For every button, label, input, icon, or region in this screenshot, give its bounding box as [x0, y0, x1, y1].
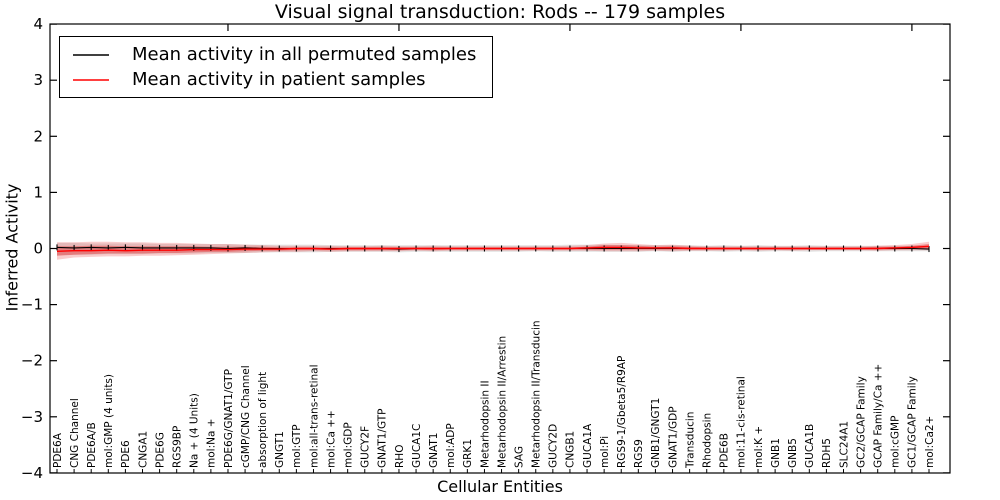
- y-tick-label: 1: [33, 183, 43, 201]
- legend-label-patient: Mean activity in patient samples: [132, 69, 426, 90]
- patient-mean-line: [56, 245, 930, 252]
- chart-title: Visual signal transduction: Rods -- 179 …: [274, 1, 726, 23]
- x-tick-label: GNB1: [770, 438, 782, 468]
- y-tick-label: −1: [21, 296, 43, 314]
- x-tick-label: mol:Pi: [599, 436, 611, 468]
- red-line-swatch: [73, 78, 109, 81]
- y-tick-label: 3: [33, 71, 43, 89]
- x-tick-label: GUCY2F: [360, 426, 372, 468]
- x-tick-label: GUCA1B: [804, 424, 816, 468]
- x-tick-label: GNAT1/GDP: [667, 406, 679, 468]
- x-tick-label: Metarhodopsin II/Transducin: [531, 320, 543, 468]
- x-tick-label: Rhodopsin: [702, 413, 714, 468]
- legend-label-permuted: Mean activity in all permuted samples: [132, 44, 477, 65]
- x-tick-label: PDE6G/GNAT1/GTP: [223, 369, 235, 468]
- patient-band-outer: [57, 241, 929, 260]
- y-tick-label: −3: [21, 408, 43, 426]
- x-tick-label: GNAT1: [428, 433, 440, 468]
- x-axis-label: Cellular Entities: [437, 477, 563, 496]
- x-tick-label: GNB5: [787, 438, 799, 468]
- legend-item-patient: Mean activity in patient samples: [72, 69, 476, 90]
- x-tick-label: GCAP Family/Ca ++: [873, 364, 885, 468]
- x-tick-label: PDE6B: [719, 433, 731, 468]
- x-tick-label: mol:Na +: [206, 418, 218, 468]
- x-tick-label: RGS9: [633, 439, 645, 468]
- x-tick-label: GRK1: [462, 439, 474, 468]
- x-tick-label: RGS9-1/Gbeta5/R9AP: [616, 356, 628, 468]
- x-tick-label: SAG: [513, 446, 525, 468]
- y-tick-label: 0: [33, 240, 43, 258]
- x-tick-label: mol:cGMP: [890, 416, 902, 468]
- x-tick-label: PDE6A/B: [86, 422, 98, 468]
- x-tick-label: CNG Channel: [69, 398, 81, 468]
- x-tick-label: mol:11-cis-retinal: [736, 376, 748, 468]
- x-tick-label: PDE6G: [154, 432, 166, 468]
- x-tick-label: Metarhodopsin II/Arrestin: [496, 336, 508, 468]
- x-tick-label: cGMP/CNG Channel: [240, 365, 252, 468]
- x-tick-label: mol:GTP: [291, 424, 303, 468]
- x-tick-label: mol:GMP (4 units): [103, 374, 115, 468]
- x-tick-label: GNB1/GNGT1: [650, 398, 662, 468]
- x-tick-label: mol:ADP: [445, 423, 457, 468]
- x-tick-label: PDE6: [120, 440, 132, 468]
- legend-item-permuted: Mean activity in all permuted samples: [72, 44, 476, 65]
- x-tick-label: GNGT1: [274, 431, 286, 468]
- y-tick-label: 2: [33, 127, 43, 145]
- x-tick-label: mol:Ca ++: [325, 410, 337, 468]
- x-tick-label: mol:K +: [753, 426, 765, 468]
- x-tick-label: GC2/GCAP Family: [855, 376, 867, 468]
- y-tick-label: −4: [21, 464, 43, 482]
- x-tick-label: Metarhodopsin II: [479, 380, 491, 468]
- x-tick-label: absorption of light: [257, 372, 269, 468]
- x-tick-label: mol:all-trans-retinal: [308, 364, 320, 468]
- x-tick-label: CNGA1: [137, 431, 149, 468]
- y-tick-label: −2: [21, 352, 43, 370]
- legend: Mean activity in all permuted samples Me…: [59, 36, 494, 98]
- x-tick-label: Transducin: [684, 412, 696, 469]
- x-tick-label: Na + (4 Units): [189, 393, 201, 468]
- x-tick-label: mol:GDP: [342, 422, 354, 468]
- x-tick-label: GNAT1/GTP: [377, 409, 389, 469]
- x-tick-label: RHO: [394, 445, 406, 468]
- x-tick-label: GC1/GCAP Family: [907, 376, 919, 468]
- black-line-swatch: [73, 53, 109, 56]
- x-tick-label: GUCA1C: [411, 424, 423, 468]
- y-tick-label: 4: [33, 15, 43, 33]
- x-tick-label: RDH5: [821, 438, 833, 468]
- x-tick-label: PDE6A: [52, 432, 64, 468]
- x-tick-label: GUCY2D: [548, 424, 560, 468]
- x-tick-label: mol:Ca2+: [924, 416, 936, 468]
- x-tick-label: RGS9BP: [171, 426, 183, 468]
- x-tick-label: SLC24A1: [838, 421, 850, 468]
- x-tick-label: CNGB1: [565, 431, 577, 468]
- x-tick-label: GUCA1A: [582, 423, 594, 468]
